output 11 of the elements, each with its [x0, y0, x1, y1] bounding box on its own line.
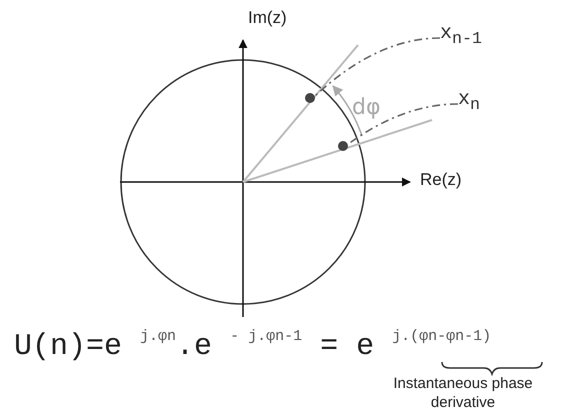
- brace-annotation: Instantaneous phase derivative: [392, 374, 534, 412]
- leader-line: [347, 103, 458, 146]
- point-label: x$_{n-1}$: [440, 22, 482, 49]
- sample-point: [338, 141, 348, 151]
- axis-label: Re(z): [420, 170, 462, 190]
- axis-label: Im(z): [248, 8, 287, 28]
- angle-label: dφ: [352, 95, 380, 120]
- leader-line: [314, 37, 440, 97]
- formula: U(n)=e $^{j.φn}$.e $^{- j.φn-1}$ = e $^{j.(φn-φn-1)}$: [14, 328, 492, 364]
- sample-point: [305, 93, 315, 103]
- point-label: x$_{n}$: [458, 88, 480, 115]
